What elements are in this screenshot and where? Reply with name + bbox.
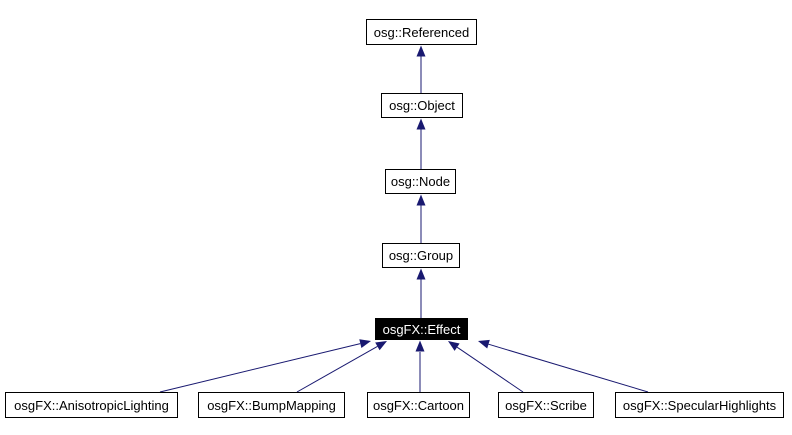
class-node-osgfx-effect[interactable]: osgFX::Effect [375,318,468,340]
class-node-osgfx-anisotropiclighting[interactable]: osgFX::AnisotropicLighting [5,392,178,418]
class-node-osgfx-specularhighlights[interactable]: osgFX::SpecularHighlights [615,392,784,418]
class-node-osg-object[interactable]: osg::Object [381,93,463,118]
class-node-osgfx-bumpmapping[interactable]: osgFX::BumpMapping [198,392,345,418]
arrow-specular-to-effect [478,339,649,393]
arrow-node-to-object [416,118,426,169]
arrow-anisotropic-to-effect [159,339,371,393]
arrow-object-to-referenced [416,45,426,93]
class-node-osg-node[interactable]: osg::Node [385,169,456,194]
arrow-scribe-to-effect [448,341,524,393]
arrow-group-to-node [416,194,426,243]
arrow-bump-to-effect [296,341,387,393]
arrow-cartoon-to-effect [415,340,425,392]
arrow-effect-to-group [416,268,426,318]
class-node-osg-group[interactable]: osg::Group [382,243,460,268]
class-node-osgfx-scribe[interactable]: osgFX::Scribe [498,392,594,418]
class-node-osgfx-cartoon[interactable]: osgFX::Cartoon [367,392,470,418]
class-node-osg-referenced[interactable]: osg::Referenced [366,19,477,45]
